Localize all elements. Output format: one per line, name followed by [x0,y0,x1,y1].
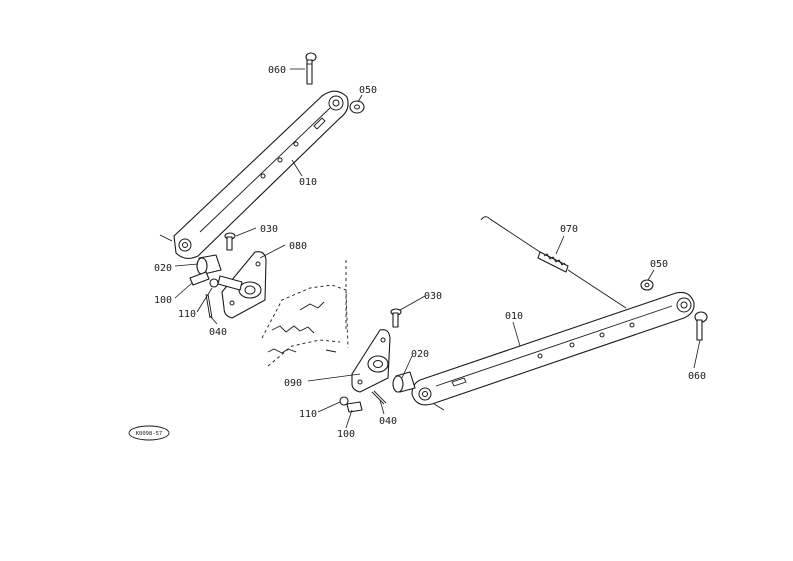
bolt-left [224,232,236,251]
label-070: 070 [560,224,578,235]
lower-link-arm-right [411,291,695,411]
reference-code-badge: K0098-57 [128,425,170,441]
bushing-left [196,254,222,275]
label-100-right: 100 [337,429,355,440]
left-lower-link-assembly [159,52,365,319]
right-lower-link-assembly [339,216,708,413]
lynch-pin-right [694,311,708,341]
label-020-left: 020 [154,263,172,274]
bracket-right [351,329,391,393]
label-030-left: 030 [260,224,278,235]
label-050-left: 050 [359,85,377,96]
label-040-left: 040 [209,327,227,338]
label-020-right: 020 [411,349,429,360]
bracket-left [217,251,267,319]
label-110-right: 110 [299,409,317,420]
label-030-right: 030 [424,291,442,302]
reference-code: K0098-57 [136,431,163,437]
label-090: 090 [284,378,302,389]
bolt-nut-right [339,390,387,413]
label-080: 080 [289,241,307,252]
label-010-left: 010 [299,177,317,188]
lynch-pin-left [305,52,317,85]
label-050-right: 050 [650,259,668,270]
check-chain-spring [480,216,627,309]
label-100-left: 100 [154,295,172,306]
label-060-right: 060 [688,371,706,382]
bushing-right [392,371,416,393]
lower-link-arm-left [159,90,349,259]
washer-left [349,100,365,114]
part-labels: 060 050 010 030 080 020 100 110 040 070 … [154,65,706,440]
bolt-right [390,308,402,328]
bolt-nut-left [189,271,219,319]
label-040-right: 040 [379,416,397,427]
frame-section-outline [261,260,349,367]
label-110-left: 110 [178,309,196,320]
label-010-right: 010 [505,311,523,322]
label-060-left: 060 [268,65,286,76]
washer-right [640,279,654,291]
leader-lines [174,68,701,429]
